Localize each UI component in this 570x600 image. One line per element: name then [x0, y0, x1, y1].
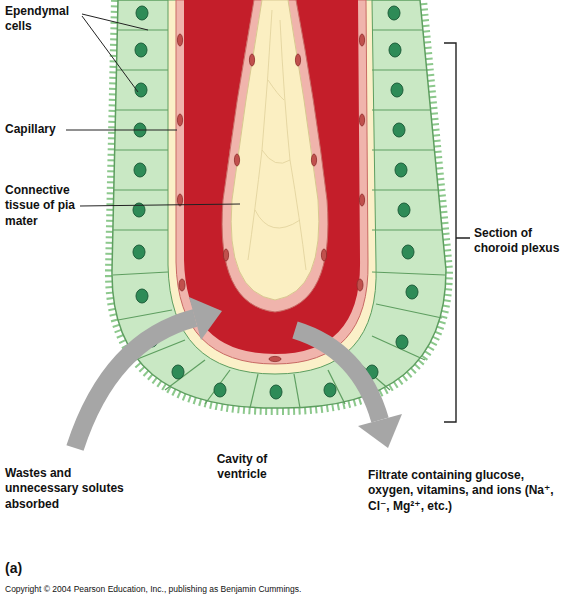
note-label: Filtrate containing glucose, oxygen, vit…	[368, 468, 566, 514]
pia-layer	[168, 0, 376, 374]
flow-arrow	[295, 330, 402, 448]
part-label: Connective tissue of pia mater	[5, 183, 79, 229]
note-label: Wastes and unnecessary solutes absorbed	[5, 466, 140, 512]
endothelial-nuclei	[177, 34, 364, 362]
part-label: Ependymal cells	[5, 4, 81, 35]
connective-fibers	[248, 10, 306, 270]
capillary-lumen	[184, 0, 360, 354]
ependymal-layer	[112, 0, 446, 408]
panel-label: (a)	[5, 560, 45, 578]
leader-line	[66, 14, 240, 206]
endothelium	[176, 0, 368, 364]
part-label: Section of choroid plexus	[474, 226, 566, 257]
bracket	[444, 43, 470, 422]
cell-nuclei	[133, 6, 418, 399]
endothelium	[222, 0, 328, 312]
part-label: Capillary	[5, 122, 75, 137]
cell-borders	[113, 30, 445, 408]
connective-tissue	[231, 0, 319, 300]
flow-arrow	[75, 297, 222, 448]
part-label: Cavity of ventricle	[196, 452, 288, 483]
microvilli	[112, 0, 446, 408]
copyright-note: Copyright © 2004 Pearson Education, Inc.…	[5, 584, 525, 595]
